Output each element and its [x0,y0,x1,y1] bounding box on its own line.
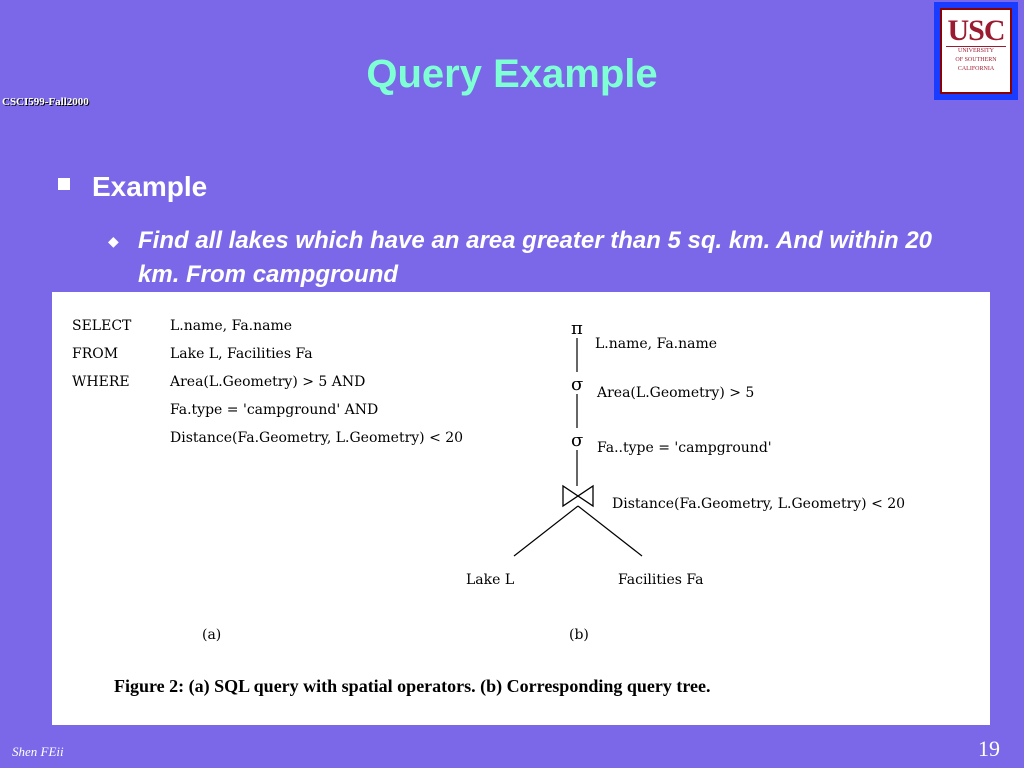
figure-caption: Figure 2: (a) SQL query with spatial ope… [114,676,711,697]
logo-line-2: OF SOUTHERN [955,57,997,63]
tree-edge [577,505,643,557]
diamond-bullet-icon: ◆ [108,233,119,249]
join-icon [562,484,594,508]
bullet-level1-text: Example [92,171,208,202]
select2-symbol: σ [571,430,583,451]
footer-author: Shen FEii [12,744,64,759]
logo-line-1: UNIVERSITY [946,46,1006,56]
page-number: 19 [978,736,1000,761]
slide-title: Query Example [366,52,658,96]
sql-where-keyword: WHERE [72,374,130,390]
usc-logo: USC UNIVERSITY OF SOUTHERN CALIFORNIA [934,2,1018,100]
project-label: L.name, Fa.name [595,336,717,352]
sql-from-value: Lake L, Facilities Fa [170,346,313,362]
sql-select-keyword: SELECT [72,318,132,334]
sql-where-line: Distance(Fa.Geometry, L.Geometry) < 20 [170,430,463,446]
square-bullet-icon [58,178,70,190]
project-symbol: π [571,318,583,339]
label-a: (a) [202,627,221,643]
label-b: (b) [569,627,589,643]
figure-drawing: SELECT L.name, Fa.name FROM Lake L, Faci… [72,318,905,697]
select1-label: Area(L.Geometry) > 5 [596,385,754,401]
sql-select-value: L.name, Fa.name [170,318,292,334]
bullet-level2-text: Find all lakes which have an area greate… [138,227,933,288]
logo-line-3: CALIFORNIA [957,66,995,72]
select1-symbol: σ [571,374,583,395]
select2-label: Fa..type = 'campground' [597,440,772,456]
right-leaf-label: Facilities Fa [618,572,704,588]
join-label: Distance(Fa.Geometry, L.Geometry) < 20 [612,496,905,512]
course-label: CSCI599-Fall2000 [2,96,89,108]
logo-usc-text: USC [947,14,1005,47]
sql-where-line: Area(L.Geometry) > 5 AND [169,374,365,390]
sql-where-line: Fa.type = 'campground' AND [170,402,378,418]
left-leaf-label: Lake L [466,572,514,588]
tree-edge [513,505,579,557]
sql-from-keyword: FROM [72,346,118,362]
query-figure: SELECT L.name, Fa.name FROM Lake L, Faci… [52,292,990,725]
